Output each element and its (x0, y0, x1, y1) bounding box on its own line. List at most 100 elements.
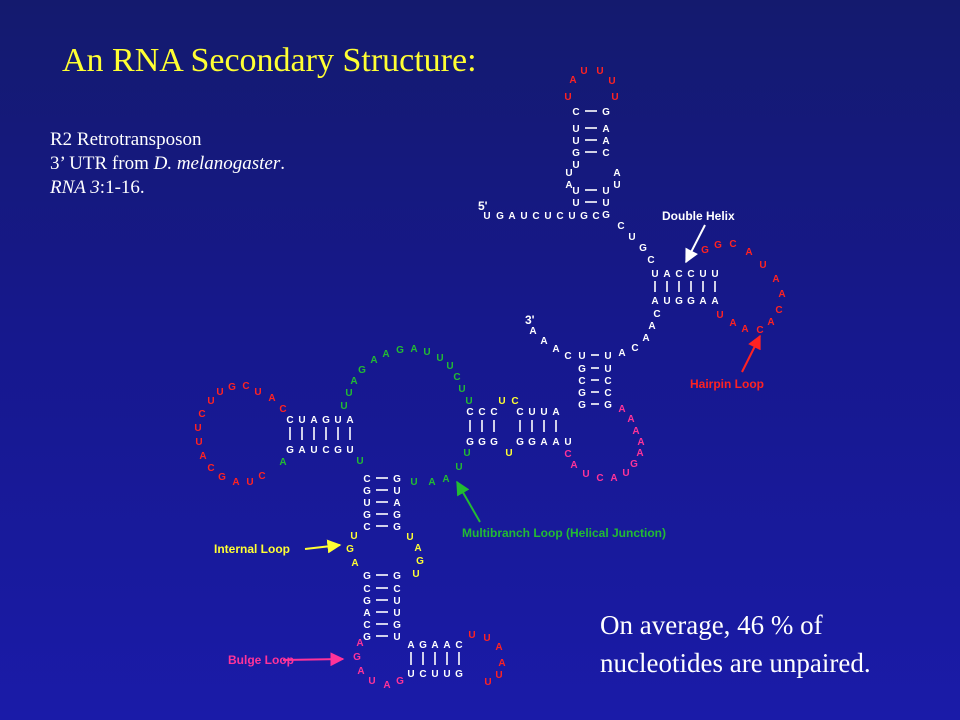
nucleotide-three-prime-tail-3: A (552, 344, 559, 355)
nucleotide-lower-stem1-right-1: G (393, 474, 401, 485)
nucleotide-lower-stem1-left-1: C (363, 474, 370, 485)
nucleotide-center-stem-right-1: U (604, 351, 611, 362)
hairpin-loop-arrow (741, 334, 761, 373)
nucleotide-center-loop-7: U (622, 468, 629, 479)
nucleotide-left-hairpin-loop-3: C (242, 381, 249, 392)
nucleotide-center-loop-5: A (636, 448, 643, 459)
summary-line-2: nucleotides are unpaired. (600, 648, 871, 678)
nucleotide-left-hairpin-loop-10: U (195, 437, 202, 448)
nucleotide-bottom-helix-top-2: G (419, 640, 427, 651)
nucleotide-left-helix-bottom-1: G (286, 445, 294, 456)
nucleotide-right-hairpin-loop-5: U (759, 260, 766, 271)
nucleotide-bottom-hairpin-loop-2: U (483, 633, 490, 644)
multibranch-loop-arrow (456, 480, 481, 523)
citation-species: D. melanogaster (153, 153, 281, 174)
nucleotide-mid-helix-bottom-4: G (516, 437, 524, 448)
citation: R2 Retrotransposon 3’ UTR from D. melano… (50, 128, 285, 200)
nucleotide-lower-stem2-left-3: G (363, 596, 371, 607)
nucleotide-top-stem-right-1: G (602, 107, 610, 118)
nucleotide-right-helix-bottom-4: G (687, 296, 695, 307)
hairpin-loop-label: Hairpin Loop (690, 377, 764, 391)
nucleotide-right-descent-4: C (631, 343, 638, 354)
nucleotide-top-hairpin-loop-6: U (611, 92, 618, 103)
nucleotide-connector-3: G (639, 243, 647, 254)
nucleotide-internal-loop-right-2: A (414, 543, 421, 554)
nucleotide-multibranch-loop-1: U (340, 401, 347, 412)
nucleotide-mid-helix-top-6: U (540, 407, 547, 418)
nucleotide-bottom-helix-bottom-5: G (455, 669, 463, 680)
nucleotide-center-loop-9: C (596, 473, 603, 484)
nucleotide-lower-stem2-right-3: U (393, 596, 400, 607)
nucleotide-top-stem-left-4: G (572, 148, 580, 159)
nucleotide-right-hairpin-loop-9: A (767, 317, 774, 328)
nucleotide-lower-stem1-right-2: U (393, 486, 400, 497)
nucleotide-mid-helix-top-1: C (466, 407, 473, 418)
nucleotide-left-hairpin-loop-2: G (228, 382, 236, 393)
nucleotide-right-descent-2: A (648, 321, 655, 332)
nucleotide-bottom-helix-top-4: A (443, 640, 450, 651)
double-helix-label: Double Helix (662, 209, 735, 223)
nucleotide-lower-stem1-left-2: G (363, 486, 371, 497)
nucleotide-top-stem-right-7: U (602, 186, 609, 197)
nucleotide-top-stem-left-2: U (572, 124, 579, 135)
nucleotide-left-hairpin-loop-15: U (246, 477, 253, 488)
nucleotide-lower-stem2-left-2: C (363, 584, 370, 595)
nucleotide-mid-helix-top-5: U (528, 407, 535, 418)
nucleotide-multibranch-loop-16: U (455, 462, 462, 473)
nucleotide-lower-stem1-left-4: G (363, 510, 371, 521)
nucleotide-bottom-helix-bottom-1: U (407, 669, 414, 680)
nucleotide-top-stem-left-5: U (572, 160, 579, 171)
nucleotide-right-hairpin-loop-7: A (778, 289, 785, 300)
nucleotide-bulge-loop-5: A (383, 680, 390, 691)
nucleotide-multibranch-loop-12: C (453, 372, 460, 383)
nucleotide-bottom-helix-top-3: A (431, 640, 438, 651)
nucleotide-lower-stem2-right-1: G (393, 571, 401, 582)
nucleotide-lower-stem2-right-4: U (393, 608, 400, 619)
three-prime-end-label: 3' (525, 313, 535, 327)
nucleotide-five-prime-strand-4: U (520, 211, 527, 222)
nucleotide-internal-loop-left-2: G (346, 544, 354, 555)
nucleotide-left-helix-bottom-2: A (298, 445, 305, 456)
nucleotide-three-prime-tail-4: C (564, 351, 571, 362)
nucleotide-top-stem-left-6: U (565, 168, 572, 179)
nucleotide-mid-helix-top-7: A (552, 407, 559, 418)
nucleotide-bottom-hairpin-loop-4: A (498, 658, 505, 669)
nucleotide-right-helix-bottom-2: U (663, 296, 670, 307)
nucleotide-lower-stem2-right-2: C (393, 584, 400, 595)
nucleotide-lower-stem2-left-6: G (363, 632, 371, 643)
nucleotide-right-hairpin-loop-11: A (741, 324, 748, 335)
nucleotide-mid-helix-bottom-1: G (466, 437, 474, 448)
nucleotide-multibranch-loop-10: U (436, 353, 443, 364)
citation-utr: 3’ UTR from (50, 153, 154, 174)
nucleotide-center-stem-left-4: G (578, 388, 586, 399)
nucleotide-center-loop-11: A (570, 460, 577, 471)
annotation-labels: Double Helix Hairpin Loop Multibranch Lo… (214, 199, 764, 667)
nucleotide-left-hairpin-loop-5: A (268, 393, 275, 404)
nucleotide-mid-helix-bottom-5: G (528, 437, 536, 448)
summary-line-1: On average, 46 % of (600, 610, 823, 640)
nucleotide-mid-unpaired-3: U (505, 448, 512, 459)
nucleotide-left-hairpin-loop-12: C (207, 463, 214, 474)
nucleotide-right-helix-bottom-3: G (675, 296, 683, 307)
nucleotide-multibranch-loop-9: U (423, 347, 430, 358)
nucleotide-top-stem-left-1: C (572, 107, 579, 118)
nucleotide-left-hairpin-loop-9: U (194, 423, 201, 434)
nucleotide-top-stem-right-5: A (613, 168, 620, 179)
citation-journal: RNA 3 (50, 177, 100, 198)
nucleotide-bulge-loop-4: U (368, 676, 375, 687)
nucleotide-connector-4: C (647, 255, 654, 266)
nucleotide-center-stem-right-5: G (604, 400, 612, 411)
nucleotide-left-hairpin-loop-6: C (279, 404, 286, 415)
nucleotide-right-hairpin-loop-2: G (714, 240, 722, 251)
annotation-arrows (282, 224, 761, 667)
nucleotide-multibranch-loop-5: A (370, 355, 377, 366)
internal-loop-arrow (304, 539, 342, 554)
nucleotide-lower-stem2-left-1: G (363, 571, 371, 582)
nucleotide-center-stem-right-3: C (604, 376, 611, 387)
nucleotide-bottom-helix-bottom-4: U (443, 669, 450, 680)
nucleotide-five-prime-strand-7: C (556, 211, 563, 222)
nucleotide-mid-helix-top-3: C (490, 407, 497, 418)
nucleotide-multibranch-loop-2: U (345, 388, 352, 399)
